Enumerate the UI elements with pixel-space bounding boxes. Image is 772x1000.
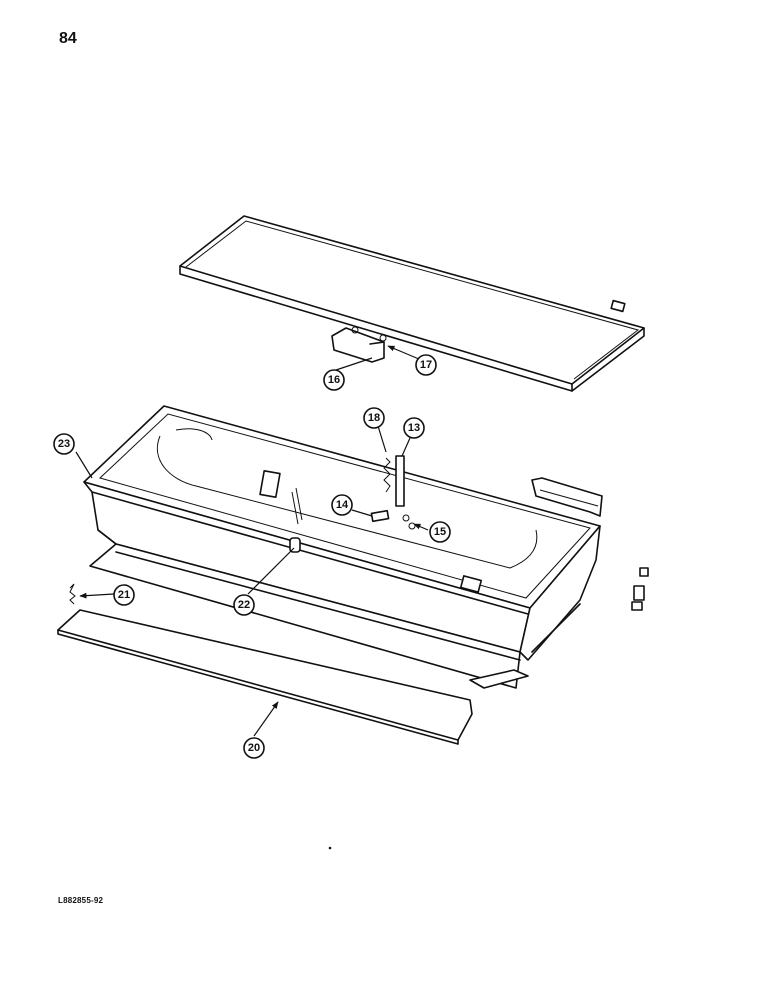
lid-latch-plate [610, 299, 626, 313]
callout-23: 23 [53, 433, 75, 455]
lid [179, 215, 645, 392]
svg-text:14: 14 [336, 499, 349, 511]
spring-18 [383, 457, 391, 493]
side-bracket [531, 477, 603, 517]
callout-21: 21 [113, 584, 135, 606]
svg-text:18: 18 [368, 412, 380, 424]
stray-dot [328, 846, 332, 850]
callout-13: 13 [403, 417, 425, 439]
callout-22: 22 [233, 594, 255, 616]
svg-text:16: 16 [328, 374, 340, 386]
callout-17: 17 [415, 354, 437, 376]
svg-text:15: 15 [434, 526, 446, 538]
small-hardware [631, 567, 649, 611]
hopper-box [83, 405, 601, 689]
svg-text:21: 21 [118, 589, 130, 601]
svg-text:17: 17 [420, 359, 432, 371]
svg-text:13: 13 [408, 422, 420, 434]
callout-20: 20 [243, 737, 265, 759]
lid-hinge [331, 326, 387, 363]
svg-text:20: 20 [248, 742, 260, 754]
part-14 [370, 509, 390, 523]
svg-text:23: 23 [58, 438, 70, 450]
page-number: 84 [59, 30, 77, 47]
lower-corner-plate [469, 669, 529, 689]
svg-text:22: 22 [238, 599, 250, 611]
spring-21 [69, 583, 76, 605]
callout-18: 18 [363, 407, 385, 429]
callout-15: 15 [429, 521, 451, 543]
callout-16: 16 [323, 369, 345, 391]
drawing-code: L882855-92 [58, 896, 104, 905]
callout-14: 14 [331, 494, 353, 516]
spring-13-bar [395, 455, 405, 507]
cover-plate [57, 609, 473, 745]
